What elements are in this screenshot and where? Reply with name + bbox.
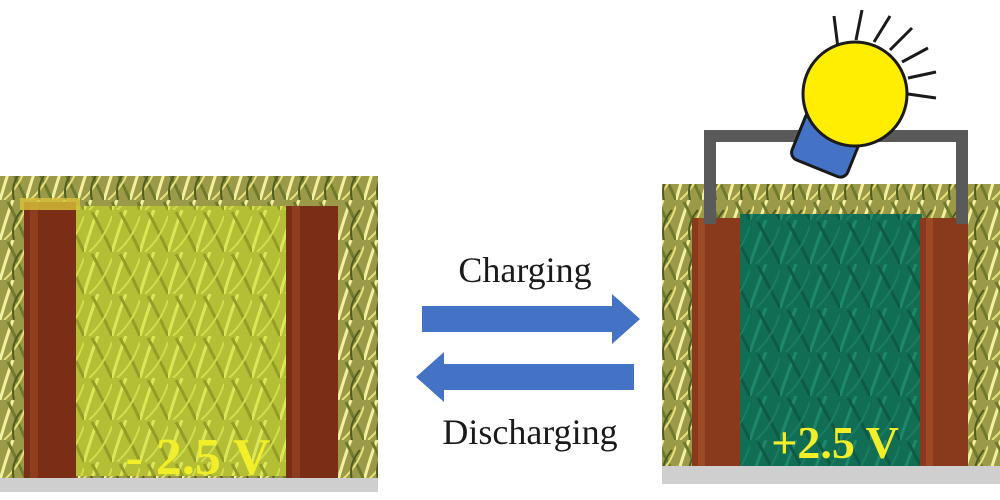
left-electrode-contact [20,198,80,210]
right-voltage-label: +2.5 V [771,417,899,468]
discharging-label: Discharging [442,412,617,452]
right-device-photo: +2.5 V [662,184,1000,484]
right-window-foliage [740,214,922,466]
left-window-foliage [60,206,290,476]
left-device-photo: - 2.5 V [0,176,378,492]
light-bulb [801,40,909,148]
charging-label: Charging [458,250,591,290]
left-electrochromic-window [60,206,290,476]
left-electrode-right-highlight [292,206,300,484]
bulb-circuit [704,9,968,224]
charge-discharge-arrows: Charging Discharging [416,250,640,452]
left-voltage-label: - 2.5 V [126,429,271,486]
right-electrode-left-highlight [698,218,705,472]
right-base-plate [662,466,1000,484]
left-base-plate [0,478,378,492]
right-electrode-right-highlight [926,218,933,472]
charging-arrow [422,294,640,344]
left-electrode-left-highlight [30,202,38,484]
bulb-light-rays [832,9,937,100]
discharging-arrow [416,352,634,402]
right-electrochromic-window [740,214,922,466]
